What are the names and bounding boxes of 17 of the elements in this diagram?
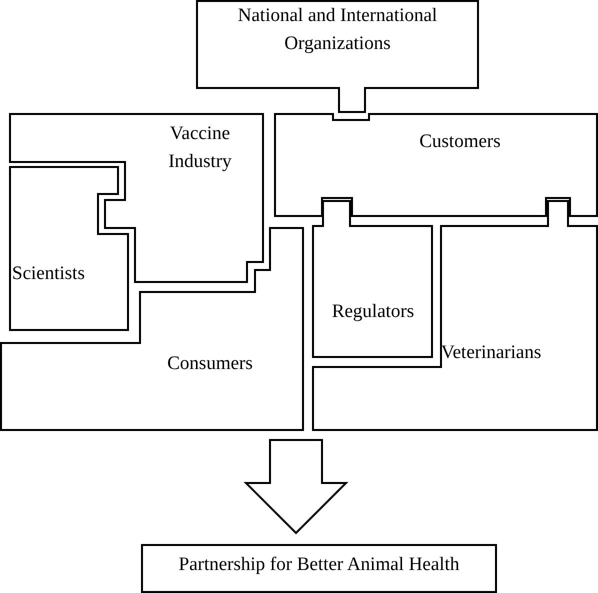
puzzle-piece — [197, 1, 478, 112]
block-arrow — [244, 439, 348, 534]
node-label: Regulators — [330, 300, 416, 324]
outcome-box — [142, 545, 496, 592]
node-label: Vaccine Industry — [167, 122, 233, 174]
puzzle-piece — [10, 167, 128, 330]
puzzle-piece — [313, 201, 597, 430]
puzzle-piece — [1, 228, 303, 430]
puzzle-piece — [10, 114, 263, 282]
node-label: Veterinarians — [441, 341, 542, 365]
node-label: National and International Organizations — [236, 4, 438, 56]
node-label: Partnership for Better Animal Health — [178, 553, 460, 577]
node-label: Customers — [418, 130, 502, 154]
node-label: Scientists — [12, 262, 85, 286]
node-label: Consumers — [166, 352, 254, 376]
puzzle-piece — [275, 114, 597, 216]
puzzle-piece — [313, 201, 432, 357]
